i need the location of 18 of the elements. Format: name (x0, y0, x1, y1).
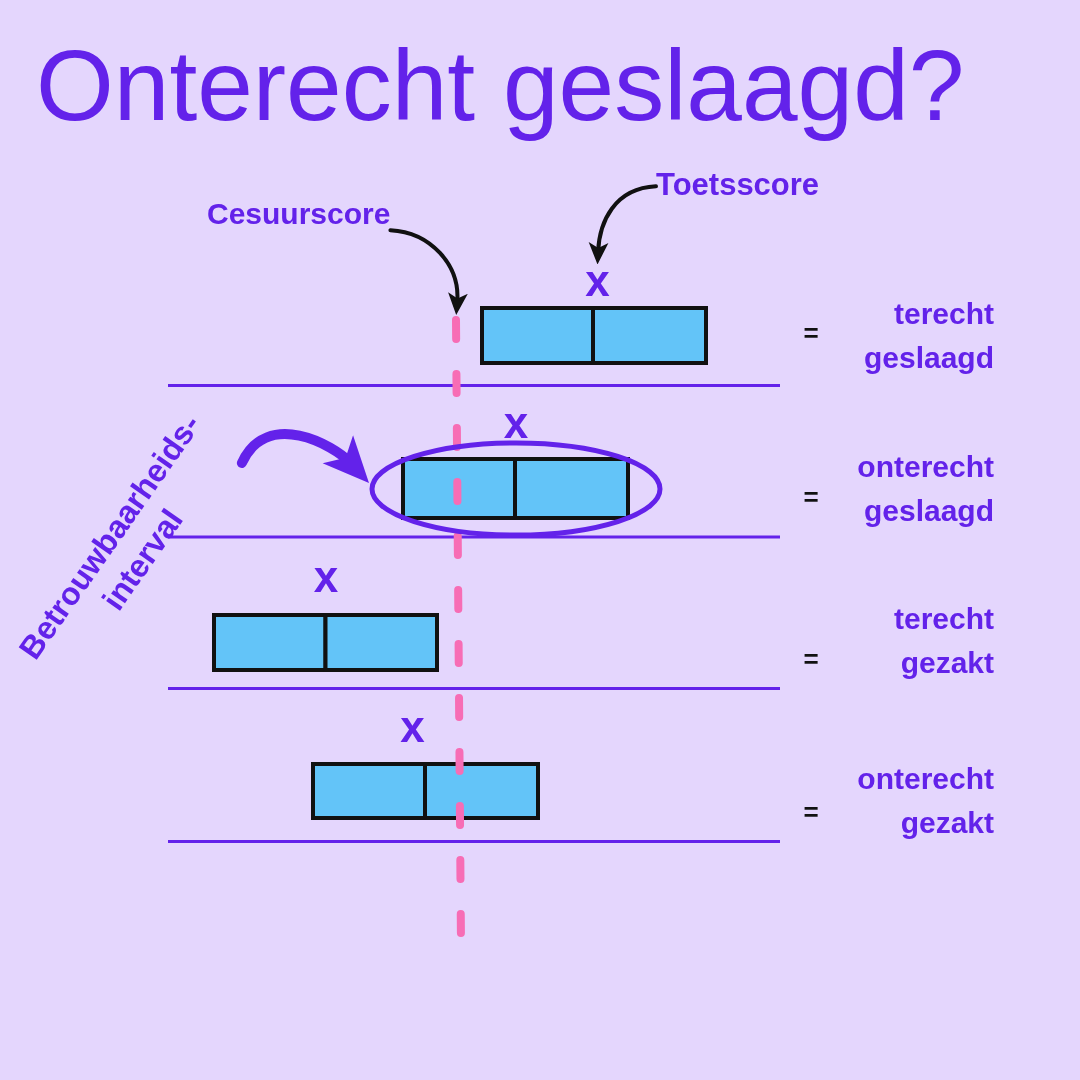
score-mark: x (585, 264, 610, 296)
callout-label: Toetsscore (656, 166, 820, 203)
score-mark: x (400, 710, 425, 742)
callout-label: Cesuurscore (207, 196, 391, 232)
result-label: terecht geslaagd (863, 296, 994, 376)
score-mark: x (313, 560, 339, 592)
equals-sign: = (803, 320, 819, 346)
equals-sign: = (803, 799, 819, 825)
curved-arrow (589, 184, 658, 265)
result-label: onterecht gezakt (857, 761, 994, 841)
equals-sign: = (803, 484, 819, 510)
equals-sign: = (803, 646, 819, 672)
title: Onterecht geslaagd? (36, 30, 965, 140)
result-label: terecht gezakt (893, 601, 994, 681)
highlight-ellipse (369, 440, 663, 538)
result-label: onterecht geslaagd (857, 449, 994, 529)
score-mark: x (503, 406, 529, 438)
curved-arrow (388, 228, 468, 316)
